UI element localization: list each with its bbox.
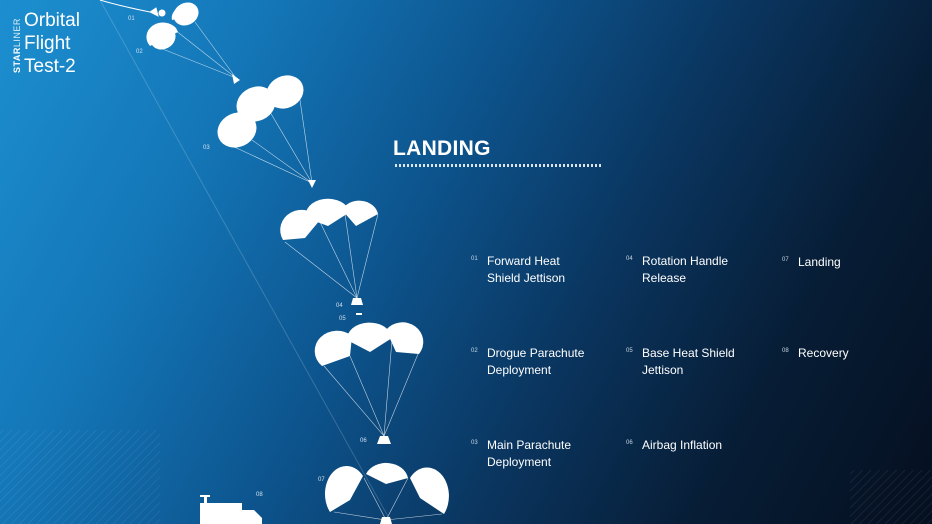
step-number: 04 xyxy=(626,256,633,262)
brand-bold: STAR xyxy=(12,47,22,73)
capsule-icon-stage-07 xyxy=(380,517,392,524)
step-item: 06 Airbag Inflation xyxy=(626,437,723,454)
mission-title: Orbital Flight Test-2 xyxy=(24,9,80,78)
title-line: Flight xyxy=(24,33,71,54)
step-number: 01 xyxy=(471,256,478,262)
step-label: Main Parachute Deployment xyxy=(487,438,572,469)
diagram-number: 03 xyxy=(203,145,210,151)
diagram-number: 05 xyxy=(339,316,346,322)
parachute-icon-stage-01 xyxy=(99,0,166,17)
capsule-icon-stage-04 xyxy=(351,298,363,305)
step-label: Base Heat Shield Jettison xyxy=(642,346,735,377)
step-number: 06 xyxy=(626,440,633,446)
hatch-pattern-right xyxy=(850,470,932,524)
step-label: Airbag Inflation xyxy=(642,438,723,452)
recovery-truck-icon xyxy=(200,495,262,524)
step-number: 02 xyxy=(471,348,478,354)
step-item: 01 Forward Heat Shield Jettison xyxy=(471,253,566,286)
step-item: 04 Rotation Handle Release xyxy=(626,253,729,286)
starliner-brand-mark: STARLINER xyxy=(12,18,22,73)
step-item: 08 Recovery xyxy=(782,345,849,362)
parachute-icon-stage-07 xyxy=(324,462,449,524)
parachute-icon-stage-04 xyxy=(280,198,379,315)
diagram-number: 04 xyxy=(336,303,343,309)
step-label: Landing xyxy=(798,255,841,269)
step-label: Forward Heat Shield Jettison xyxy=(487,254,566,285)
diagram-number: 08 xyxy=(256,492,263,498)
step-item: 07 Landing xyxy=(782,254,841,271)
step-number: 05 xyxy=(626,348,633,354)
step-number: 03 xyxy=(471,440,478,446)
brand-light: LINER xyxy=(12,18,22,48)
step-label: Recovery xyxy=(798,346,849,360)
step-label: Drogue Parachute Deployment xyxy=(487,346,585,377)
section-title: LANDING xyxy=(393,137,491,160)
parachute-icon-stage-02 xyxy=(146,2,240,84)
step-label: Rotation Handle Release xyxy=(642,254,729,285)
diagram-number: 02 xyxy=(136,49,143,55)
capsule-icon-stage-06 xyxy=(377,436,391,444)
section-title-underline xyxy=(395,164,603,167)
step-item: 05 Base Heat Shield Jettison xyxy=(626,345,735,378)
diagram-number: 01 xyxy=(128,16,135,22)
step-number: 07 xyxy=(782,257,789,263)
parachute-icon-stage-03 xyxy=(217,75,316,188)
step-number: 08 xyxy=(782,348,789,354)
title-line: Test-2 xyxy=(24,56,76,77)
diagram-number: 06 xyxy=(360,438,367,444)
step-item: 03 Main Parachute Deployment xyxy=(471,437,572,470)
diagram-number: 07 xyxy=(318,477,325,483)
parachute-icon-stage-06 xyxy=(314,322,424,444)
trajectory-line xyxy=(99,0,391,521)
step-item: 02 Drogue Parachute Deployment xyxy=(471,345,585,378)
hatch-pattern-left xyxy=(0,430,160,524)
title-line: Orbital xyxy=(24,10,80,31)
